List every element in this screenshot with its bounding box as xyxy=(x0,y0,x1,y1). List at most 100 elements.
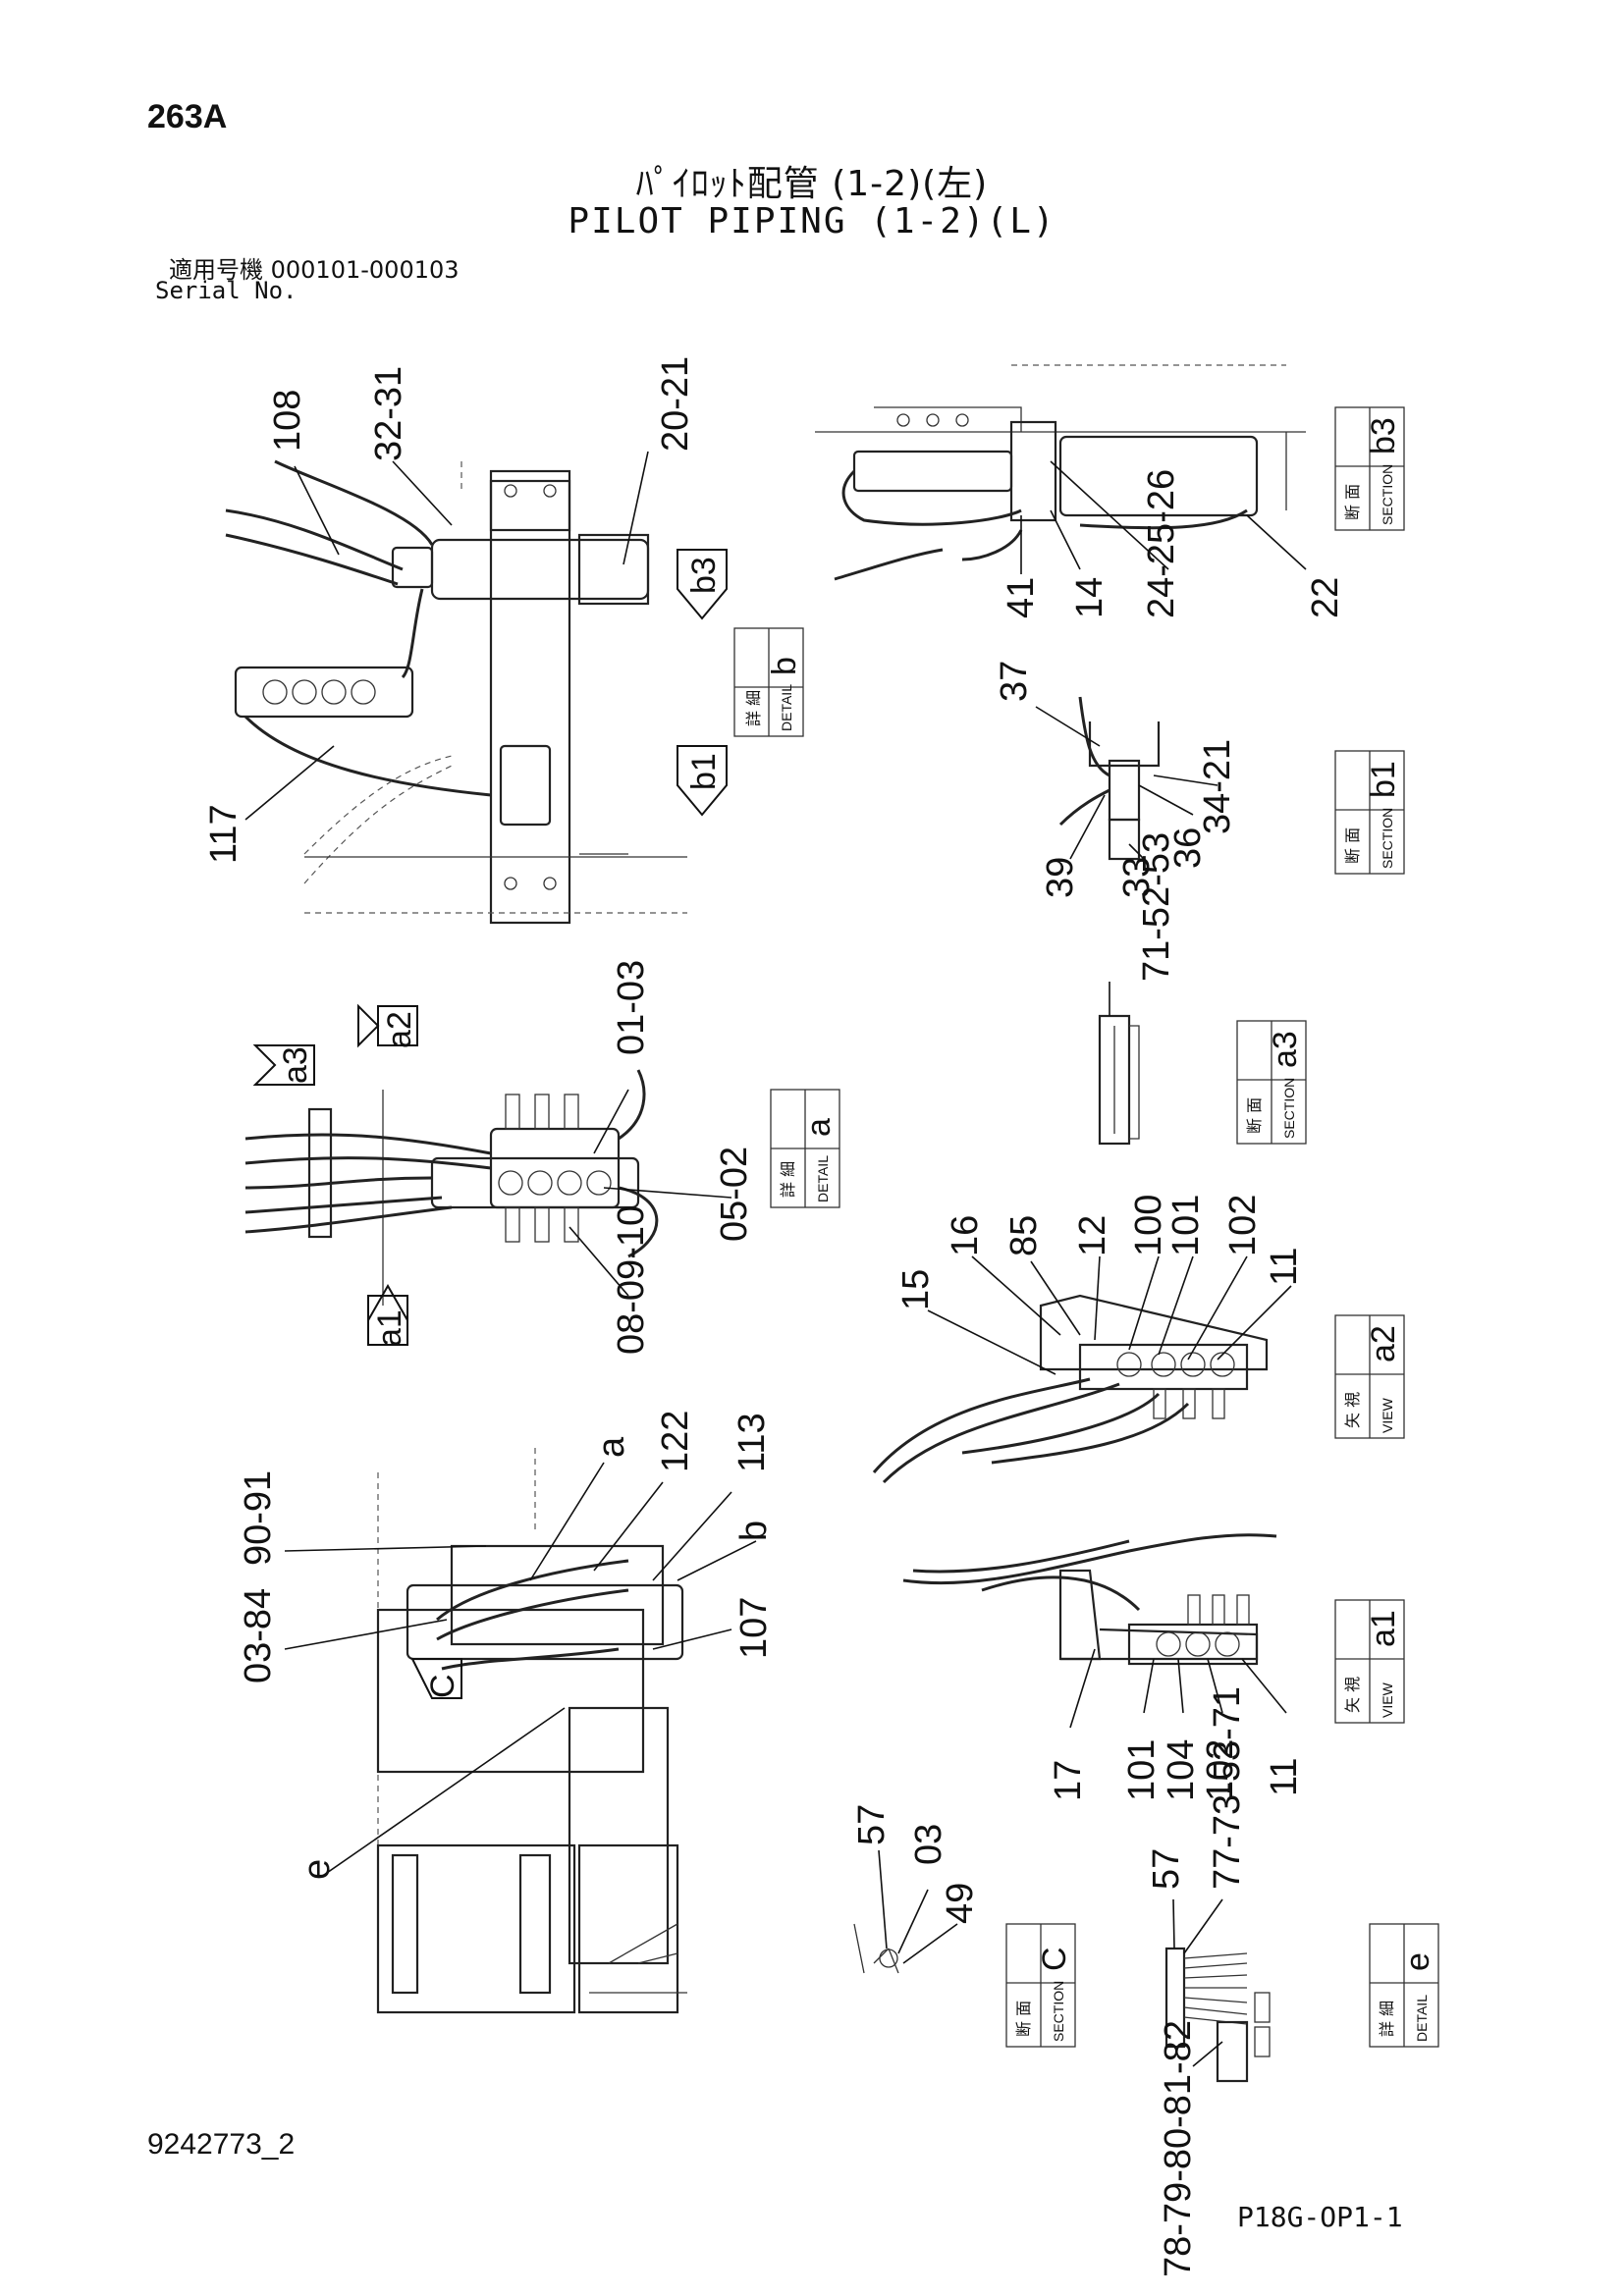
callout-22: 22 xyxy=(1305,577,1346,618)
svg-text:矢 視: 矢 視 xyxy=(1343,1677,1362,1713)
arrow-label-b3: b3 xyxy=(685,557,723,594)
svg-text:詳 細: 詳 細 xyxy=(779,1161,797,1198)
callout-20-21: 20-21 xyxy=(655,356,696,452)
detail-e-drawing xyxy=(1164,1947,1271,2083)
callout-36: 36 xyxy=(1167,828,1209,869)
svg-text:DETAIL: DETAIL xyxy=(779,684,794,731)
view-a2-leaders xyxy=(927,1255,1292,1375)
callout-101: 101 xyxy=(1165,1195,1207,1256)
callout-77-73-53-71: 77-73-53-71 xyxy=(1207,1686,1248,1890)
callout-107: 107 xyxy=(733,1597,775,1659)
svg-text:e: e xyxy=(1399,1952,1436,1971)
callout-85: 85 xyxy=(1003,1215,1045,1256)
view-tag-detail-a: 詳 細 DETAIL a xyxy=(770,1089,840,1208)
callout-e: e xyxy=(297,1859,338,1880)
drawing-number: 9242773_2 xyxy=(147,2128,296,2161)
callout-113: 113 xyxy=(731,1413,773,1472)
callout-03-c: 03 xyxy=(908,1824,949,1865)
view-a1-leaders xyxy=(1069,1648,1287,1729)
svg-text:断 面: 断 面 xyxy=(1245,1097,1264,1134)
section-b3-leaders xyxy=(1020,460,1307,574)
section-c-leaders xyxy=(878,1849,958,1964)
section-b3-drawing xyxy=(815,364,1306,581)
callout-15: 15 xyxy=(895,1269,937,1310)
view-a1-drawing xyxy=(902,1533,1277,1666)
callout-11-a2: 11 xyxy=(1264,1248,1305,1286)
arrow-label-C: C xyxy=(424,1674,461,1698)
title-english: PILOT PIPING (1-2)(L) xyxy=(568,201,1056,241)
svg-text:DETAIL: DETAIL xyxy=(815,1155,831,1202)
svg-text:矢 視: 矢 視 xyxy=(1343,1392,1362,1428)
overview-leaders xyxy=(284,1462,757,1876)
svg-text:SECTION: SECTION xyxy=(1051,1981,1066,2042)
callout-49: 49 xyxy=(940,1883,981,1924)
callout-104: 104 xyxy=(1161,1739,1202,1801)
svg-text:VIEW: VIEW xyxy=(1380,1682,1395,1718)
svg-text:詳 細: 詳 細 xyxy=(1378,2001,1396,2037)
callout-12: 12 xyxy=(1072,1215,1113,1256)
view-tag-view-a1: 矢 視 VIEW a1 xyxy=(1334,1599,1405,1724)
view-tag-section-c: 断 面 SECTION C xyxy=(1005,1923,1076,2048)
svg-text:a1: a1 xyxy=(1365,1610,1402,1647)
detail-e-leaders xyxy=(1172,1898,1223,2067)
callout-41: 41 xyxy=(1001,577,1042,618)
callout-24-25-26: 24-25-26 xyxy=(1141,469,1182,618)
callout-37: 37 xyxy=(994,661,1035,702)
callout-05-02: 05-02 xyxy=(714,1147,755,1242)
svg-text:詳 細: 詳 細 xyxy=(744,690,763,726)
callout-71-52-53: 71-52-53 xyxy=(1136,832,1177,982)
callout-108: 108 xyxy=(267,390,308,452)
callout-122: 122 xyxy=(655,1411,696,1472)
section-c-drawing xyxy=(853,1923,899,1974)
svg-text:断 面: 断 面 xyxy=(1014,2001,1033,2037)
section-a3-drawing xyxy=(1098,1014,1140,1146)
arrow-label-a3: a3 xyxy=(277,1046,314,1084)
section-b1-drawing xyxy=(1058,696,1161,861)
arrow-a2: a2 xyxy=(357,1003,418,1048)
callout-101-a1: 101 xyxy=(1121,1739,1163,1801)
callout-33: 33 xyxy=(1116,857,1158,898)
svg-text:SECTION: SECTION xyxy=(1380,464,1395,525)
callout-100: 100 xyxy=(1128,1195,1169,1256)
callout-a: a xyxy=(591,1436,632,1458)
callout-102: 102 xyxy=(1222,1195,1264,1256)
svg-text:SECTION: SECTION xyxy=(1380,808,1395,869)
svg-text:b3: b3 xyxy=(1365,417,1402,454)
callout-17: 17 xyxy=(1048,1760,1089,1801)
svg-text:断 面: 断 面 xyxy=(1343,828,1362,864)
svg-text:DETAIL: DETAIL xyxy=(1414,1995,1430,2042)
callout-32-31: 32-31 xyxy=(368,366,409,461)
arrow-a1: a1 xyxy=(367,1283,408,1347)
callout-90-91: 90-91 xyxy=(238,1470,279,1566)
arrow-a3: a3 xyxy=(252,1044,315,1086)
svg-text:a3: a3 xyxy=(1267,1031,1304,1068)
callout-34-21: 34-21 xyxy=(1197,739,1238,834)
callout-14: 14 xyxy=(1069,577,1110,618)
svg-text:VIEW: VIEW xyxy=(1380,1397,1395,1433)
title-japanese: ﾊﾟｲﾛｯﾄ配管 (1-2)(左) xyxy=(635,164,989,204)
svg-text:a: a xyxy=(800,1118,838,1137)
arrow-b1: b1 xyxy=(677,745,728,817)
sheet-number: P18G-OP1-1 xyxy=(1237,2201,1403,2233)
view-tag-section-a3: 断 面 SECTION a3 xyxy=(1236,1020,1307,1145)
section-b1-leaders xyxy=(1035,706,1218,860)
arrow-b3: b3 xyxy=(677,549,728,620)
callout-08-09-10: 08-09-10 xyxy=(611,1205,652,1355)
callout-b: b xyxy=(733,1521,775,1541)
svg-text:a2: a2 xyxy=(1365,1325,1402,1362)
svg-text:断 面: 断 面 xyxy=(1343,484,1362,520)
view-tag-detail-e: 詳 細 DETAIL e xyxy=(1369,1923,1439,2048)
callout-102-a1: 102 xyxy=(1200,1739,1241,1801)
page-code: 263A xyxy=(147,98,228,135)
callout-57-c: 57 xyxy=(851,1804,893,1845)
serial-label-english: Serial No. xyxy=(155,277,298,304)
view-a2-drawing xyxy=(872,1294,1269,1484)
callout-11-a1: 11 xyxy=(1264,1758,1305,1796)
callout-78-79-80-81-82: 78-79-80-81-82 xyxy=(1158,2020,1199,2277)
view-tag-section-b1: 断 面 SECTION b1 xyxy=(1334,750,1405,875)
svg-text:b: b xyxy=(766,657,803,675)
detail-b-leaders xyxy=(244,451,649,821)
view-tag-detail-b: 詳 細 DETAIL b xyxy=(733,627,804,737)
view-tag-view-a2: 矢 視 VIEW a2 xyxy=(1334,1314,1405,1439)
